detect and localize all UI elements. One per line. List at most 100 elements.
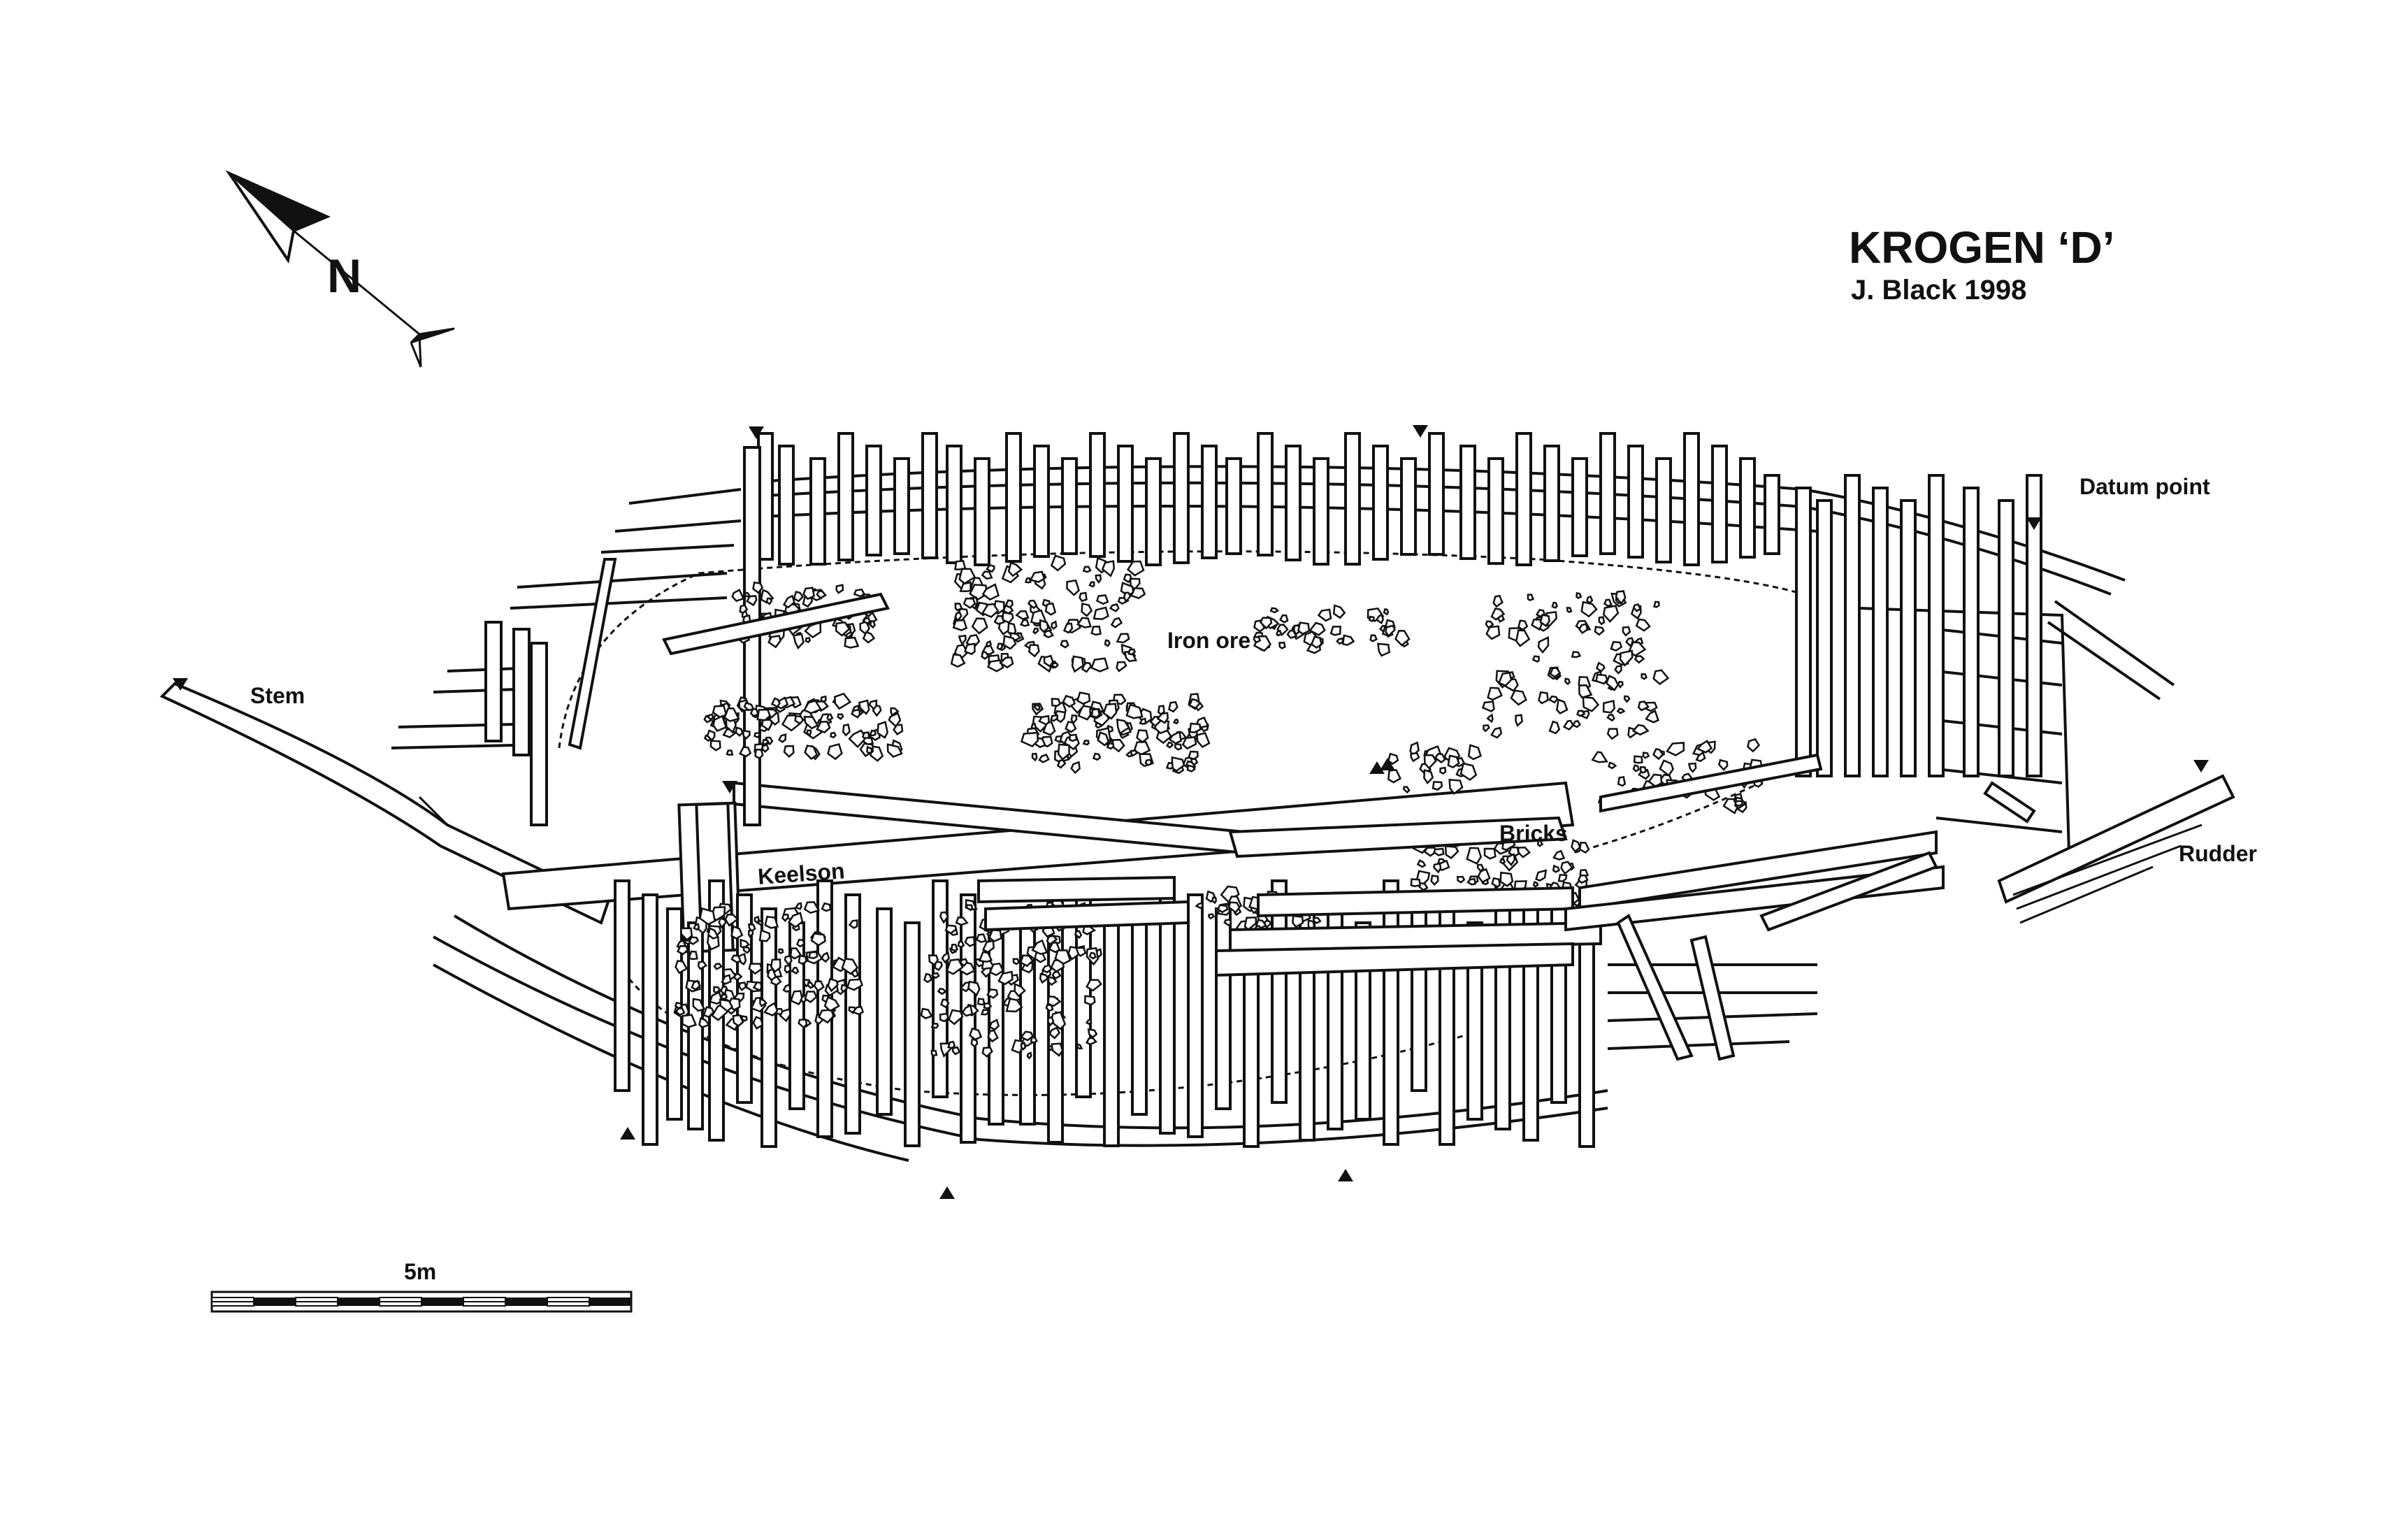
ore-rock xyxy=(1050,554,1067,572)
frame-bottom xyxy=(876,907,893,1116)
ore-rock xyxy=(698,961,708,970)
ore-rock xyxy=(1136,729,1149,744)
frame-bottom xyxy=(1131,921,1148,1116)
frame-top xyxy=(1655,457,1672,563)
ore-rock xyxy=(806,729,812,737)
ore-rock xyxy=(754,748,764,760)
ore-rock xyxy=(1165,761,1174,770)
ore-rock xyxy=(1633,755,1643,764)
ore-rock xyxy=(1004,599,1014,609)
ore-rock xyxy=(1387,768,1402,784)
ore-rock xyxy=(1538,691,1549,705)
ore-rock xyxy=(835,621,851,637)
frame-bottom xyxy=(1494,879,1511,1130)
ore-rock xyxy=(1747,738,1761,753)
ore-rock xyxy=(1269,607,1279,614)
ore-rock xyxy=(1276,629,1283,637)
datum-marker-icon xyxy=(620,1127,635,1140)
ore-rock xyxy=(1594,626,1605,636)
ore-rock xyxy=(981,1009,990,1016)
ore-rock xyxy=(1532,881,1539,888)
ore-rock xyxy=(1039,972,1049,984)
frame-top xyxy=(837,432,854,561)
ore-rock xyxy=(975,933,988,943)
ore-rock xyxy=(1477,868,1491,884)
ore-rock xyxy=(1043,654,1054,668)
ore-rock xyxy=(810,933,827,947)
ore-rock xyxy=(1466,877,1477,886)
frame-bottom xyxy=(642,893,658,1146)
ore-rock xyxy=(1076,1043,1083,1050)
frame-bottom xyxy=(1411,893,1427,1092)
ore-rock xyxy=(1029,570,1046,583)
ore-rock xyxy=(1031,939,1048,955)
frame-top xyxy=(1313,457,1329,566)
ore-rock xyxy=(1278,641,1286,649)
ore-rock xyxy=(730,954,742,963)
ore-rock xyxy=(1578,842,1590,854)
ore-rock xyxy=(888,712,902,728)
ore-rock xyxy=(982,940,995,954)
ore-rock xyxy=(760,743,770,754)
frame-top xyxy=(1764,474,1780,555)
ore-rock xyxy=(1020,1030,1034,1042)
frame-bottom xyxy=(760,907,777,1148)
ore-rock xyxy=(804,621,822,639)
datum-marker-icon xyxy=(749,426,764,439)
ore-rock xyxy=(1566,607,1573,613)
ore-rock xyxy=(954,611,963,622)
datum-marker-icon xyxy=(2026,517,2042,530)
ore-rock xyxy=(985,640,993,648)
ore-rock xyxy=(712,714,728,733)
ore-rock xyxy=(837,713,844,720)
ore-rock xyxy=(1433,847,1445,856)
ore-rock xyxy=(782,984,792,993)
ore-rock xyxy=(740,1014,748,1022)
datum-marker-icon xyxy=(1338,1169,1353,1181)
ore-rock xyxy=(1062,622,1074,634)
ore-rock xyxy=(1030,1036,1038,1044)
ore-rock xyxy=(988,928,1002,943)
ore-rock xyxy=(724,914,740,927)
ore-rock xyxy=(869,620,876,629)
ore-rock xyxy=(790,990,804,1005)
ore-rock xyxy=(767,968,777,982)
ore-rock xyxy=(1535,869,1548,882)
frame-top xyxy=(1257,432,1274,556)
ore-rock xyxy=(730,925,744,940)
ore-rock xyxy=(930,1023,939,1029)
frame-top xyxy=(1285,445,1302,561)
ore-rock xyxy=(1341,634,1355,646)
ore-rock xyxy=(820,695,827,703)
ore-rock xyxy=(1617,680,1624,689)
frame-bottom xyxy=(1578,921,1595,1148)
frame-side xyxy=(512,628,531,756)
ore-rock xyxy=(709,740,721,752)
ore-rock xyxy=(957,940,965,949)
frame-top xyxy=(778,445,795,566)
ore-rock xyxy=(988,962,1004,977)
ore-rock xyxy=(1586,595,1594,605)
frame-top xyxy=(1344,432,1361,566)
ore-rock xyxy=(1002,635,1017,650)
ore-rock xyxy=(763,1002,779,1016)
ore-rock xyxy=(1292,914,1304,928)
ore-rock xyxy=(1286,629,1298,639)
ore-rock xyxy=(1499,871,1514,887)
ore-rock xyxy=(1549,667,1562,678)
ore-rock xyxy=(1034,705,1041,712)
ore-rock xyxy=(782,594,795,609)
ore-rock xyxy=(923,972,933,984)
ore-rock xyxy=(720,993,728,1000)
ore-rock xyxy=(1069,733,1078,742)
ore-rock xyxy=(1020,731,1039,747)
ore-rock xyxy=(844,636,860,649)
frame-bottom xyxy=(1383,879,1399,1146)
ore-rock xyxy=(761,738,770,746)
ore-rock xyxy=(997,970,1014,986)
ore-rock xyxy=(1459,762,1478,782)
ore-rock xyxy=(958,634,967,646)
ore-rock xyxy=(1186,764,1196,772)
drawing-title: KROGEN ‘D’ xyxy=(1849,222,2114,273)
ore-rock xyxy=(1666,742,1685,756)
